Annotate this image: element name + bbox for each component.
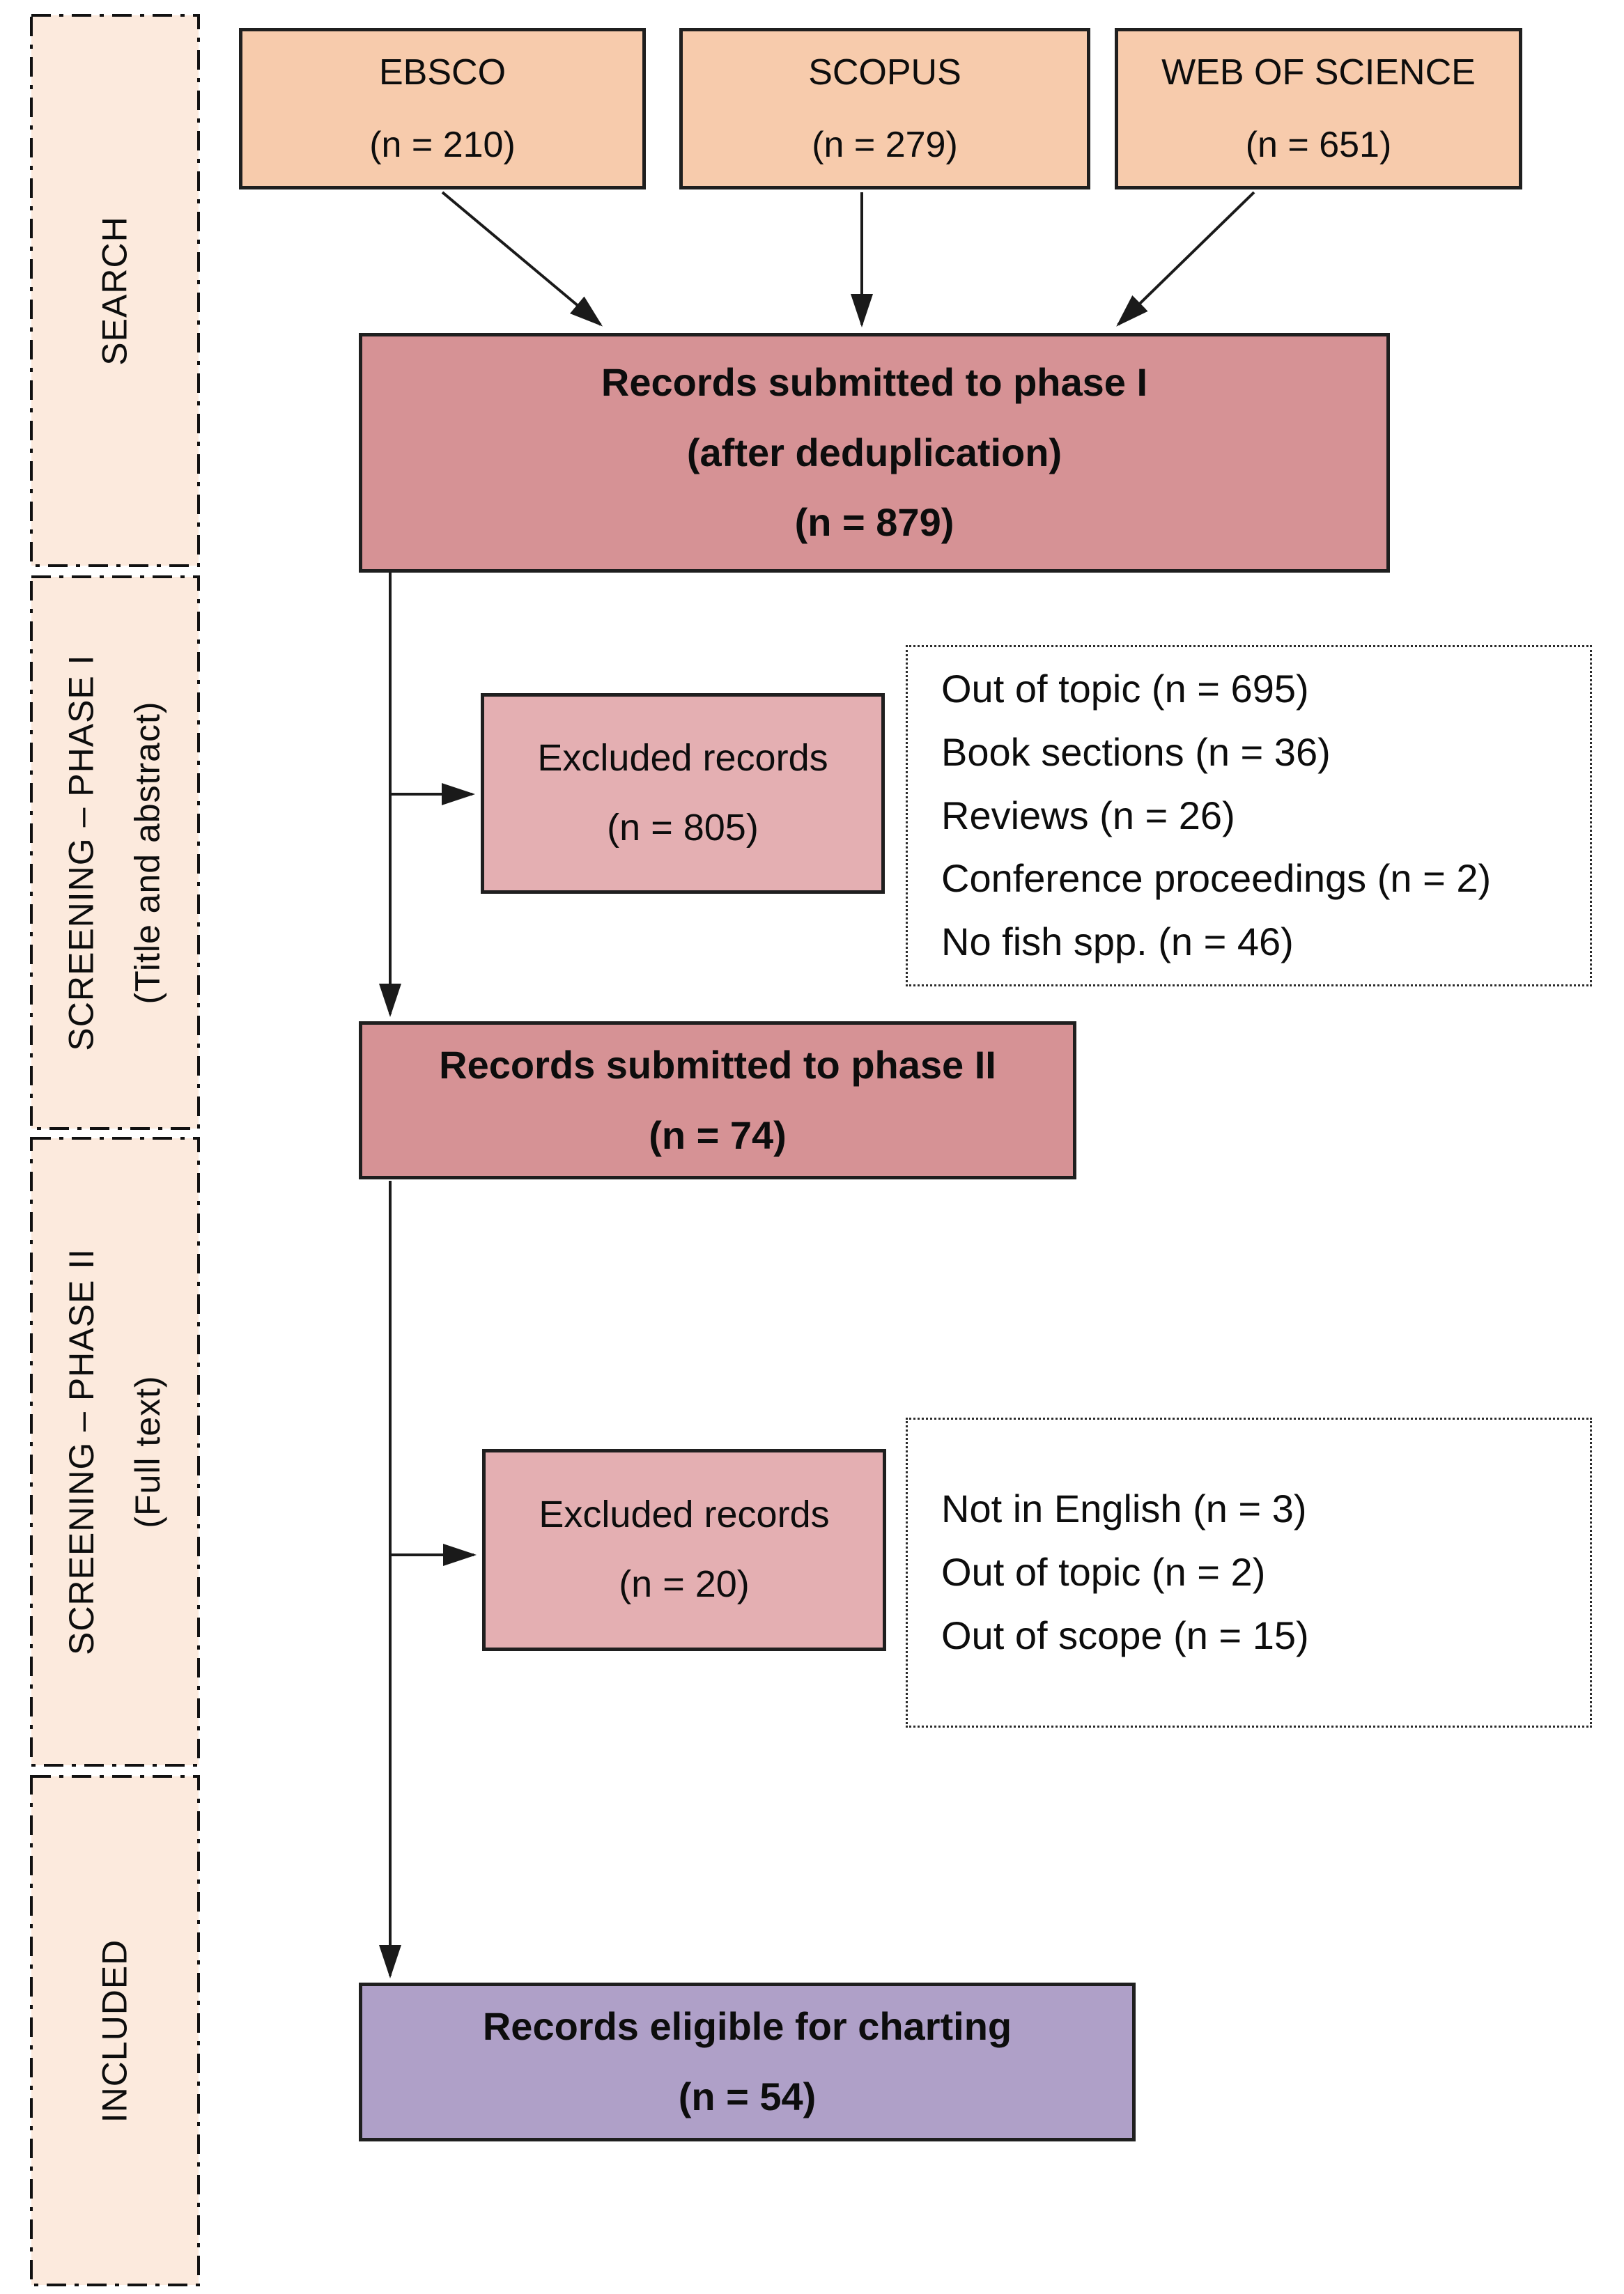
arrow-ebsco-to-phase1 (441, 191, 603, 327)
exclusion-reasons1-box: Out of topic (n = 695) Book sections (n … (906, 645, 1592, 986)
final-count: (n = 54) (678, 2075, 817, 2118)
phase1-line2: (after deduplication) (686, 430, 1062, 474)
phase2-line1: Records submitted to phase II (439, 1042, 996, 1087)
reason-item: Out of topic (n = 695) (941, 667, 1309, 711)
phase2-box: Records submitted to phase II (n = 74) (359, 1021, 1076, 1179)
stage-search-label: SEARCH (95, 215, 134, 366)
stage-screening-phase1: SCREENING – PHASE I (Title and abstract) (31, 577, 199, 1129)
reason-item: Out of topic (n = 2) (941, 1550, 1266, 1595)
excluded2-box: Excluded records (n = 20) (482, 1449, 886, 1651)
stage-screening-phase2: SCREENING – PHASE II (Full text) (31, 1138, 199, 1765)
phase1-count: (n = 879) (794, 500, 954, 545)
reason-item: Reviews (n = 26) (941, 793, 1235, 837)
stage-included-label: INCLUDED (95, 1939, 134, 2123)
source-ebsco-count: (n = 210) (369, 125, 516, 165)
excluded1-count: (n = 805) (607, 807, 759, 848)
stage-included: INCLUDED (31, 1776, 199, 2285)
source-scopus-name: SCOPUS (808, 52, 961, 93)
phase2-count: (n = 74) (649, 1113, 787, 1157)
source-ebsco-name: EBSCO (378, 52, 506, 93)
stage-phase1-sublabel: (Title and abstract) (128, 701, 167, 1005)
stage-phase1-label: SCREENING – PHASE I (62, 654, 101, 1051)
stage-phase2-sublabel: (Full text) (128, 1375, 168, 1528)
source-wos-name: WEB OF SCIENCE (1161, 52, 1476, 93)
final-line1: Records eligible for charting (482, 2004, 1012, 2049)
excluded2-count: (n = 20) (619, 1563, 750, 1605)
source-scopus-count: (n = 279) (812, 125, 958, 165)
exclusion-reasons2-box: Not in English (n = 3) Out of topic (n =… (906, 1418, 1592, 1728)
phase1-box: Records submitted to phase I (after dedu… (359, 333, 1390, 573)
excluded1-label: Excluded records (537, 737, 828, 780)
reason-item: Not in English (n = 3) (941, 1487, 1307, 1531)
arrow-wos-to-phase1 (1116, 191, 1255, 327)
stage-search: SEARCH (31, 15, 199, 566)
reason-item: No fish spp. (n = 46) (941, 920, 1294, 964)
source-box-web-of-science: WEB OF SCIENCE (n = 651) (1115, 28, 1522, 189)
source-wos-count: (n = 651) (1245, 125, 1392, 165)
phase1-line1: Records submitted to phase I (601, 359, 1148, 404)
excluded1-box: Excluded records (n = 805) (481, 693, 885, 894)
reason-item: Out of scope (n = 15) (941, 1613, 1309, 1657)
reason-item: Book sections (n = 36) (941, 729, 1331, 774)
source-box-ebsco: EBSCO (n = 210) (239, 28, 646, 189)
source-box-scopus: SCOPUS (n = 279) (679, 28, 1090, 189)
excluded2-label: Excluded records (539, 1494, 830, 1536)
stage-phase2-label: SCREENING – PHASE II (62, 1248, 102, 1656)
reason-item: Conference proceedings (n = 2) (941, 856, 1492, 901)
final-box: Records eligible for charting (n = 54) (359, 1983, 1136, 2141)
